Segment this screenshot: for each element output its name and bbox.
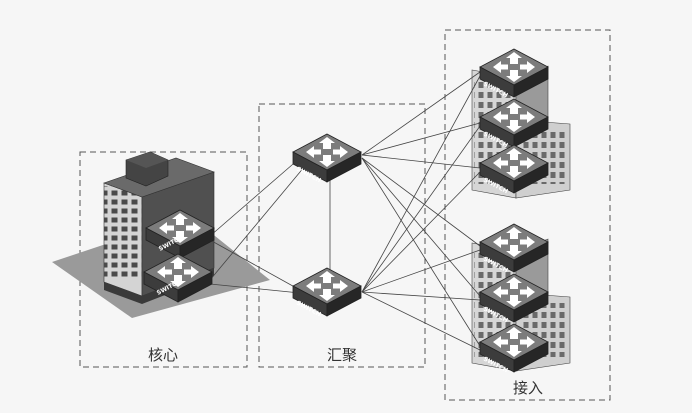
link-core1-agg2 [209, 239, 301, 291]
core-zone-border [79, 151, 248, 368]
link-agg1-acc6 [361, 157, 481, 347]
link-agg1-acc5 [361, 157, 481, 297]
link-agg2-acc3 [361, 171, 481, 293]
link-agg1-acc4 [361, 157, 481, 247]
link-agg2-acc6 [361, 291, 481, 351]
network-links [209, 71, 481, 351]
link-core2-agg2 [209, 283, 301, 294]
link-agg2-acc2 [361, 125, 481, 293]
link-agg1-acc2 [361, 122, 481, 156]
link-core1-agg1 [209, 157, 301, 237]
aggregation-switch-2: SWITCH [292, 267, 362, 318]
core-switch-2: SWITCH [143, 253, 213, 303]
link-core2-agg1 [209, 165, 306, 281]
link-agg1-acc1 [361, 71, 481, 156]
link-agg2-acc4 [361, 249, 481, 293]
aggregation-zone-border [258, 103, 426, 368]
aggregation-switch-1: SWITCH [292, 133, 362, 184]
access-zone-border [444, 29, 611, 401]
link-agg1-acc3 [361, 154, 481, 169]
link-agg2-acc1 [361, 75, 481, 293]
access-zone-label: 接入 [513, 379, 543, 397]
aggregation-zone-label: 汇聚 [327, 346, 357, 364]
core-switch-1: SWITCH [145, 209, 215, 259]
link-agg2-acc5 [361, 291, 481, 301]
core-zone-label: 核心 [148, 346, 178, 364]
